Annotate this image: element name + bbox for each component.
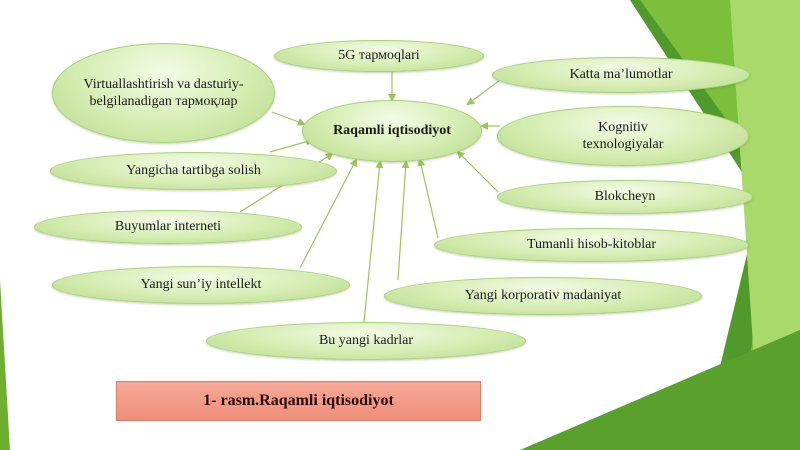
arrow-cloud [417,158,439,239]
node-ai: Yangi sun’iy intellekt [52,266,350,304]
node-new-cadres: Bu yangi kadrlar [206,322,526,360]
node-virtualization: Virtuallashtirish va dasturiy-belgilanad… [52,43,275,143]
node-blockchain: Blokcheyn [497,180,753,214]
arrow-blockchain [456,150,499,193]
node-center-digital-economy: Raqamli iqtisodiyot [302,100,482,162]
arrow-cadres [363,160,384,323]
connector-arrows [239,72,501,323]
arrow-big-data [466,79,501,106]
figure-caption: 1- rasm.Raqamli iqtisodiyot [116,381,481,421]
node-regulation: Yangicha tartibga solish [50,152,337,190]
node-5g-networks: 5G тармоqlari [274,40,484,72]
arrow-corporate [397,160,410,281]
node-big-data: Katta ma’lumotlar [492,57,750,93]
bg-left-green-strip [0,280,10,450]
bg-bottom-green [520,330,800,450]
node-cognitive-tech: Kognitiv texnologiyalar [497,106,749,166]
node-internet-of-things: Buyumlar interneti [34,210,302,244]
node-cloud-computing: Tumanli hisob-kitoblar [434,228,749,262]
arrow-ai [299,158,357,269]
arrow-regulation [269,137,314,153]
arrow-virtualization [271,111,306,126]
node-corporate-culture: Yangi korporativ madaniyat [384,277,702,315]
